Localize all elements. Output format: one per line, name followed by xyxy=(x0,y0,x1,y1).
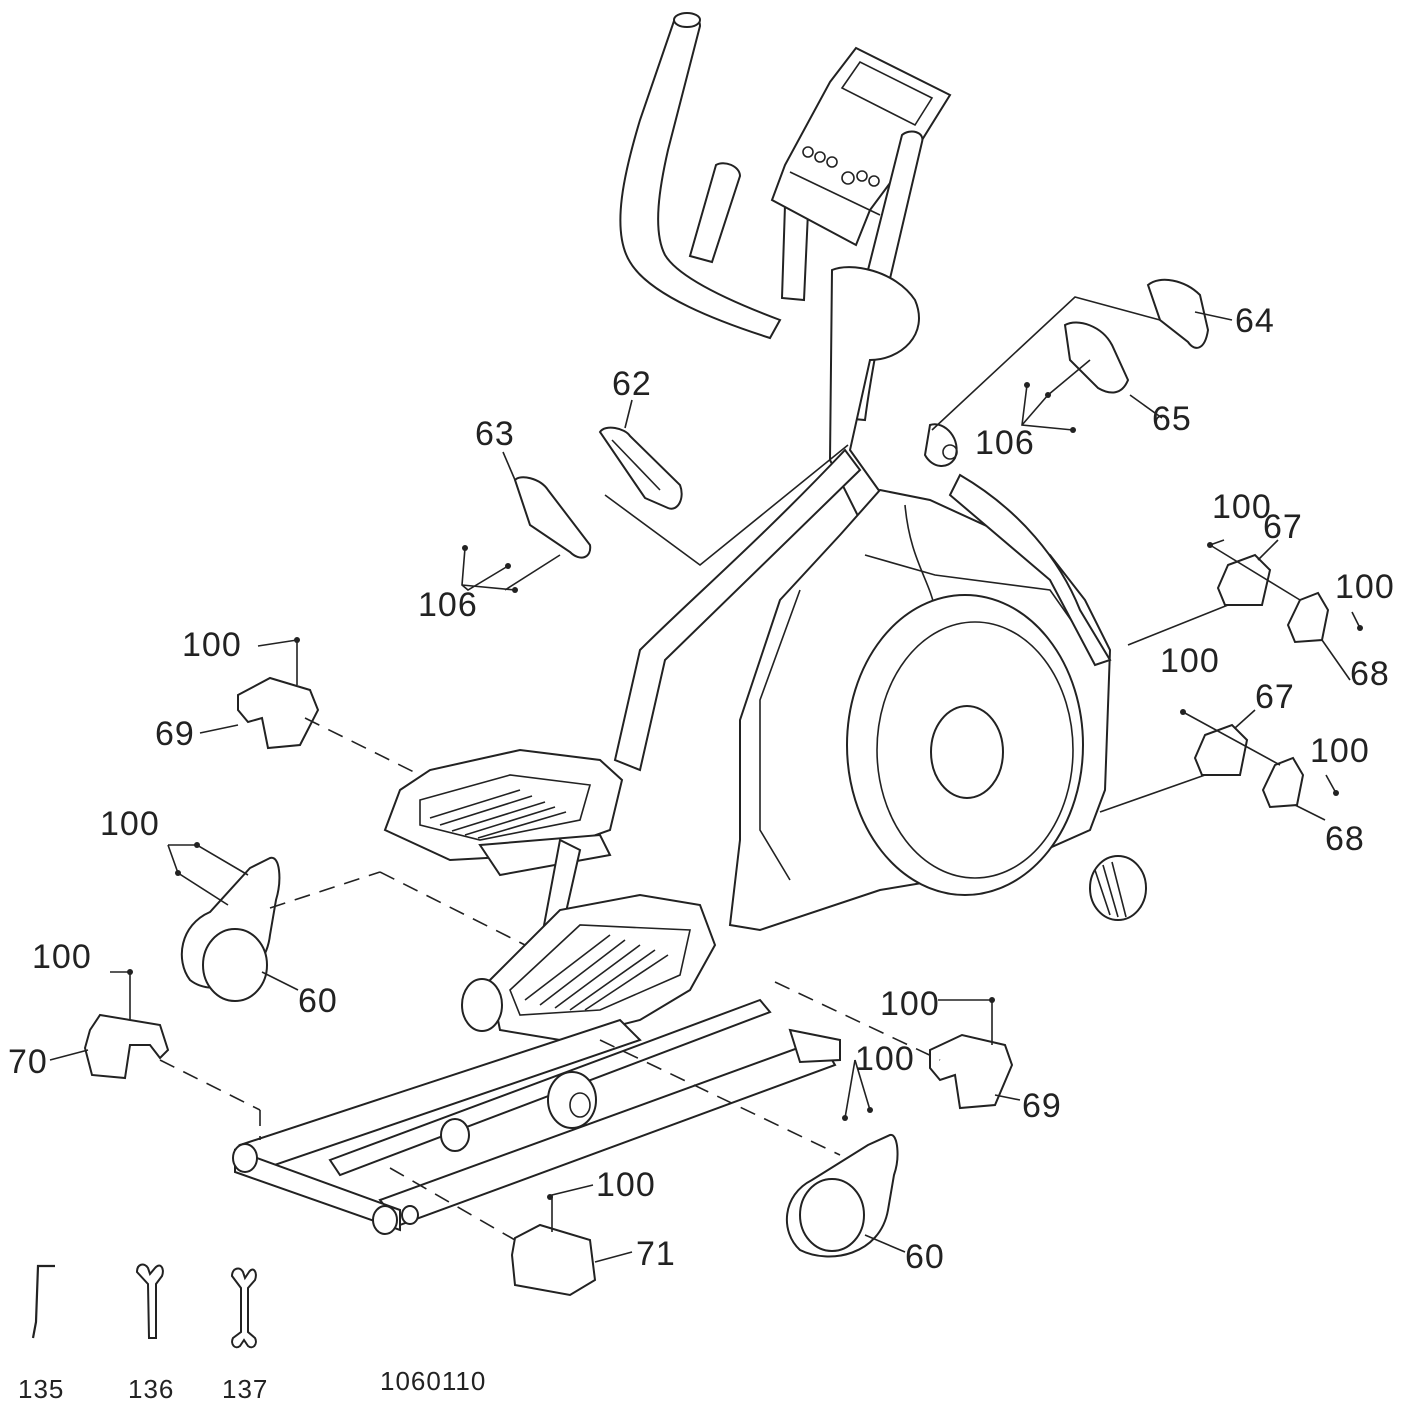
left-arm xyxy=(613,448,862,772)
tool-label-137: 137 xyxy=(222,1374,268,1404)
callout-100-r1: 100 xyxy=(1212,488,1272,526)
part-67-top xyxy=(1216,553,1272,606)
part-67-mid xyxy=(1193,723,1249,776)
part-65-cover xyxy=(1063,321,1130,394)
callout-100-r3: 100 xyxy=(1160,642,1220,680)
callout-64: 64 xyxy=(1235,302,1275,340)
callout-100-l60: 100 xyxy=(100,805,160,843)
callout-100-71: 100 xyxy=(596,1166,656,1204)
callout-100-r4: 100 xyxy=(1310,732,1370,770)
wrench-icon xyxy=(135,1263,164,1339)
callout-68-top: 68 xyxy=(1350,655,1390,693)
callout-106-left: 106 xyxy=(418,586,478,624)
dashed-alignment-lines xyxy=(159,717,941,1241)
callout-67-top: 67 xyxy=(1263,508,1303,546)
callout-68-mid: 68 xyxy=(1325,820,1365,858)
part-68-top xyxy=(1286,591,1330,644)
callout-69-left: 69 xyxy=(155,715,195,753)
elliptical-machine xyxy=(232,12,1147,1235)
callout-100-l69: 100 xyxy=(182,626,242,664)
callout-60-right: 60 xyxy=(905,1238,945,1276)
callout-60-left: 60 xyxy=(298,982,338,1020)
part-69-left xyxy=(237,676,320,750)
callout-100-r2: 100 xyxy=(1335,568,1395,606)
callout-71: 71 xyxy=(636,1235,676,1273)
callout-63: 63 xyxy=(475,415,515,453)
callout-100-r60: 100 xyxy=(855,1040,915,1078)
lower-pedal xyxy=(488,893,717,1042)
part-64-cover xyxy=(1146,278,1210,349)
callout-62: 62 xyxy=(612,365,652,403)
allen-key-icon xyxy=(31,1264,55,1339)
leader-lines xyxy=(49,296,1361,1263)
callout-100-r69: 100 xyxy=(880,985,940,1023)
double-wrench-icon xyxy=(230,1267,257,1349)
tool-label-136: 136 xyxy=(128,1374,174,1404)
tool-label-135: 135 xyxy=(18,1374,64,1404)
callout-numbers: 62 63 64 65 106 106 100 67 100 68 100 67… xyxy=(8,302,1395,1276)
callout-65: 65 xyxy=(1152,400,1192,438)
callout-69-right: 69 xyxy=(1022,1087,1062,1125)
callout-106-right: 106 xyxy=(975,424,1035,462)
callout-100-l70: 100 xyxy=(32,938,92,976)
drawing-code: 1060110 xyxy=(380,1366,486,1396)
left-handlebar xyxy=(619,14,782,340)
part-70 xyxy=(83,1013,170,1080)
tools: 135 136 137 xyxy=(18,1263,268,1404)
callout-70: 70 xyxy=(8,1043,48,1081)
inner-left-grip xyxy=(688,162,742,264)
part-71 xyxy=(510,1223,597,1297)
part-63-cover xyxy=(513,476,592,559)
part-69-right xyxy=(929,1033,1014,1110)
right-arm xyxy=(948,473,1112,667)
callout-67-mid: 67 xyxy=(1255,678,1295,716)
part-68-mid xyxy=(1261,756,1305,809)
